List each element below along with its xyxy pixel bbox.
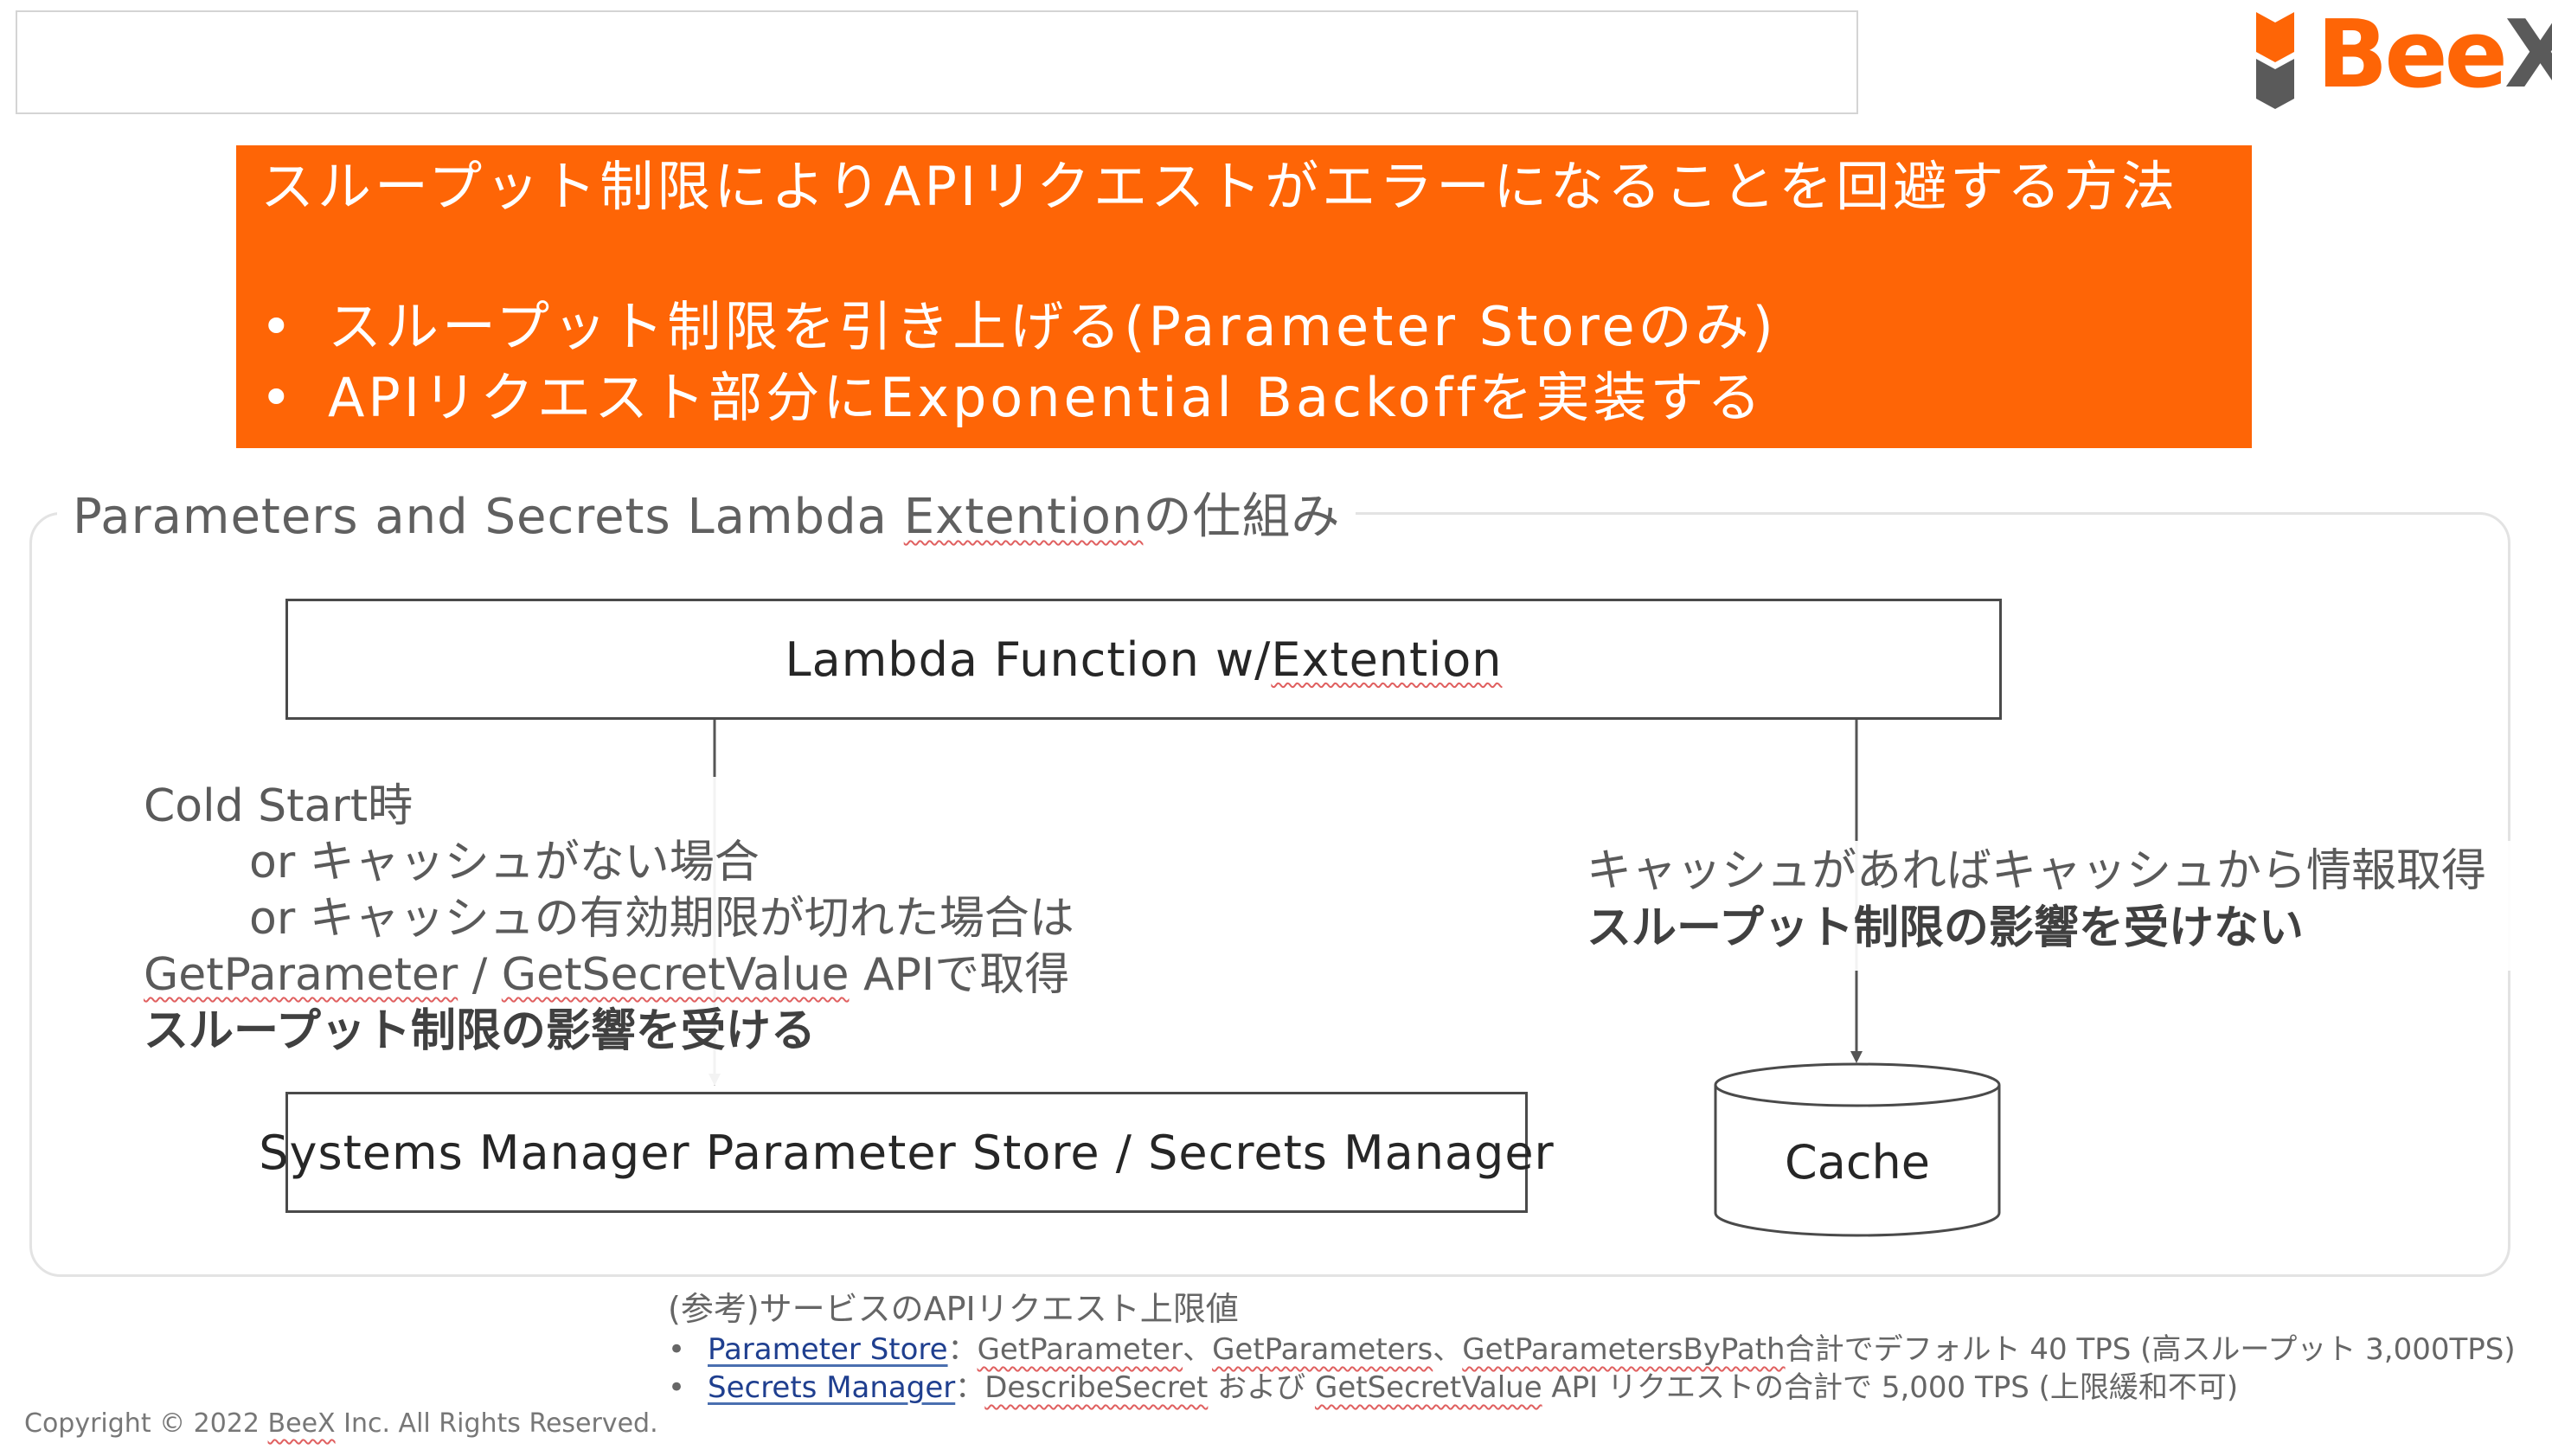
reference-item-secrets-manager: •Secrets Manager：DescribeSecret および GetS… — [668, 1370, 2239, 1405]
bullet: • — [260, 366, 296, 429]
secrets-manager-link[interactable]: Secrets Manager — [708, 1370, 956, 1405]
reference-item-parameter-store: •Parameter Store：GetParameter、GetParamet… — [668, 1332, 2516, 1367]
reference-title: (参考)サービスのAPIリクエスト上限値 — [668, 1290, 1239, 1328]
copyright: Copyright © 2022 BeeX Inc. All Rights Re… — [24, 1408, 658, 1439]
bullet: • — [260, 295, 296, 358]
beex-logo-text: BeeX — [2317, 1, 2552, 109]
note-cache-hit: キャッシュがあればキャッシュから情報取得 スループット制限の影響を受けない — [1569, 841, 2516, 971]
banner-item: •スループット制限を引き上げる(Parameter Storeのみ) — [260, 292, 1777, 363]
orange-banner: スループット制限によりAPIリクエストがエラーになることを回避する方法 •スルー… — [236, 145, 2252, 448]
banner-list: •スループット制限を引き上げる(Parameter Storeのみ) •APIリ… — [260, 292, 1777, 434]
reference-list: •Parameter Store：GetParameter、GetParamet… — [668, 1331, 2516, 1407]
banner-item: •APIリクエスト部分にExponential Backoffを実装する — [260, 363, 1777, 434]
cache-node: Cache — [1714, 1062, 2001, 1237]
parameter-store-link[interactable]: Parameter Store — [708, 1332, 948, 1367]
beex-logo-mark-icon — [2256, 12, 2294, 109]
lambda-function-node: Lambda Function w/Extention — [285, 599, 2002, 720]
cache-label: Cache — [1785, 1135, 1930, 1190]
note-cold-start: Cold Start時 or キャッシュがない場合 or キャッシュの有効期限が… — [126, 777, 1104, 1085]
parameter-store-secrets-manager-node: Systems Manager Parameter Store / Secret… — [259, 1092, 1554, 1213]
beex-logo: BeeX — [2241, 3, 2552, 112]
banner-title: スループット制限によりAPIリクエストがエラーになることを回避する方法 — [260, 155, 2179, 218]
title-placeholder — [16, 10, 1858, 114]
diagram-label: Parameters and Secrets Lambda Extentionの… — [57, 478, 1356, 548]
